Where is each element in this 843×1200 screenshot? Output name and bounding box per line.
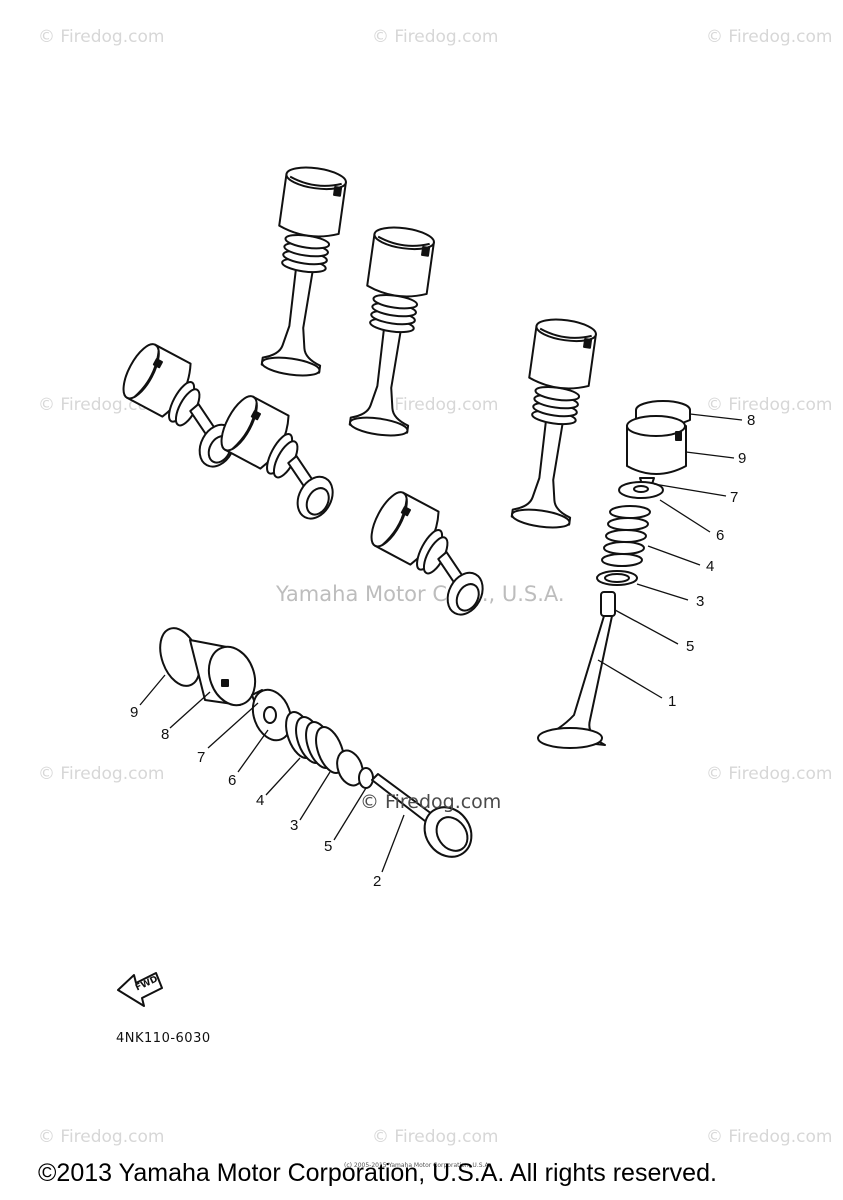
watermark-low-right: © Firedog.com [706,764,833,784]
fwd-arrow-icon [117,972,163,1007]
watermark-bottom-center: © Firedog.com [372,1127,499,1147]
callout-1-right: 1 [668,693,677,710]
callout-4-right: 4 [706,558,715,575]
watermark-top-center: © Firedog.com [372,27,499,47]
callout-7-right: 7 [730,489,739,506]
callout-5-left: 5 [324,838,333,855]
part-code: 4NK110-6030 [116,1031,211,1046]
callout-2-left: 2 [373,873,382,890]
callout-4-left: 4 [256,792,265,809]
watermark-mid-right: © Firedog.com [706,395,833,415]
watermark-bottom-right: © Firedog.com [706,1127,833,1147]
watermark-top-left: © Firedog.com [38,27,165,47]
callout-3-left: 3 [290,817,299,834]
callout-5-right: 5 [686,638,695,655]
callout-7-left: 7 [197,749,206,766]
small-copyright: (c) 2005-2015 Yamaha Motor Corporation, … [344,1162,491,1169]
callout-8-right: 9 [738,450,747,467]
exploded-intake-valve [159,627,473,858]
callout-6-right: 6 [716,527,725,544]
center-watermark: Yamaha Motor Corp., U.S.A. [276,582,565,606]
watermark-mid-center: © Firedog.com [372,395,499,415]
exploded-exhaust-valve [537,400,691,749]
callout-9-right: 8 [747,412,756,429]
callout-3-right: 3 [696,593,705,610]
watermark-low-left: © Firedog.com [38,764,165,784]
callout-8-left: 8 [161,726,170,743]
copyright-footer: ©2013 Yamaha Motor Corporation, U.S.A. A… [38,1159,717,1187]
callout-6-left: 6 [228,772,237,789]
watermark-bottom-left: © Firedog.com [38,1127,165,1147]
callout-9-left: 9 [130,704,139,721]
diagram-firedog-watermark: © Firedog.com [360,791,502,813]
watermark-top-right: © Firedog.com [706,27,833,47]
